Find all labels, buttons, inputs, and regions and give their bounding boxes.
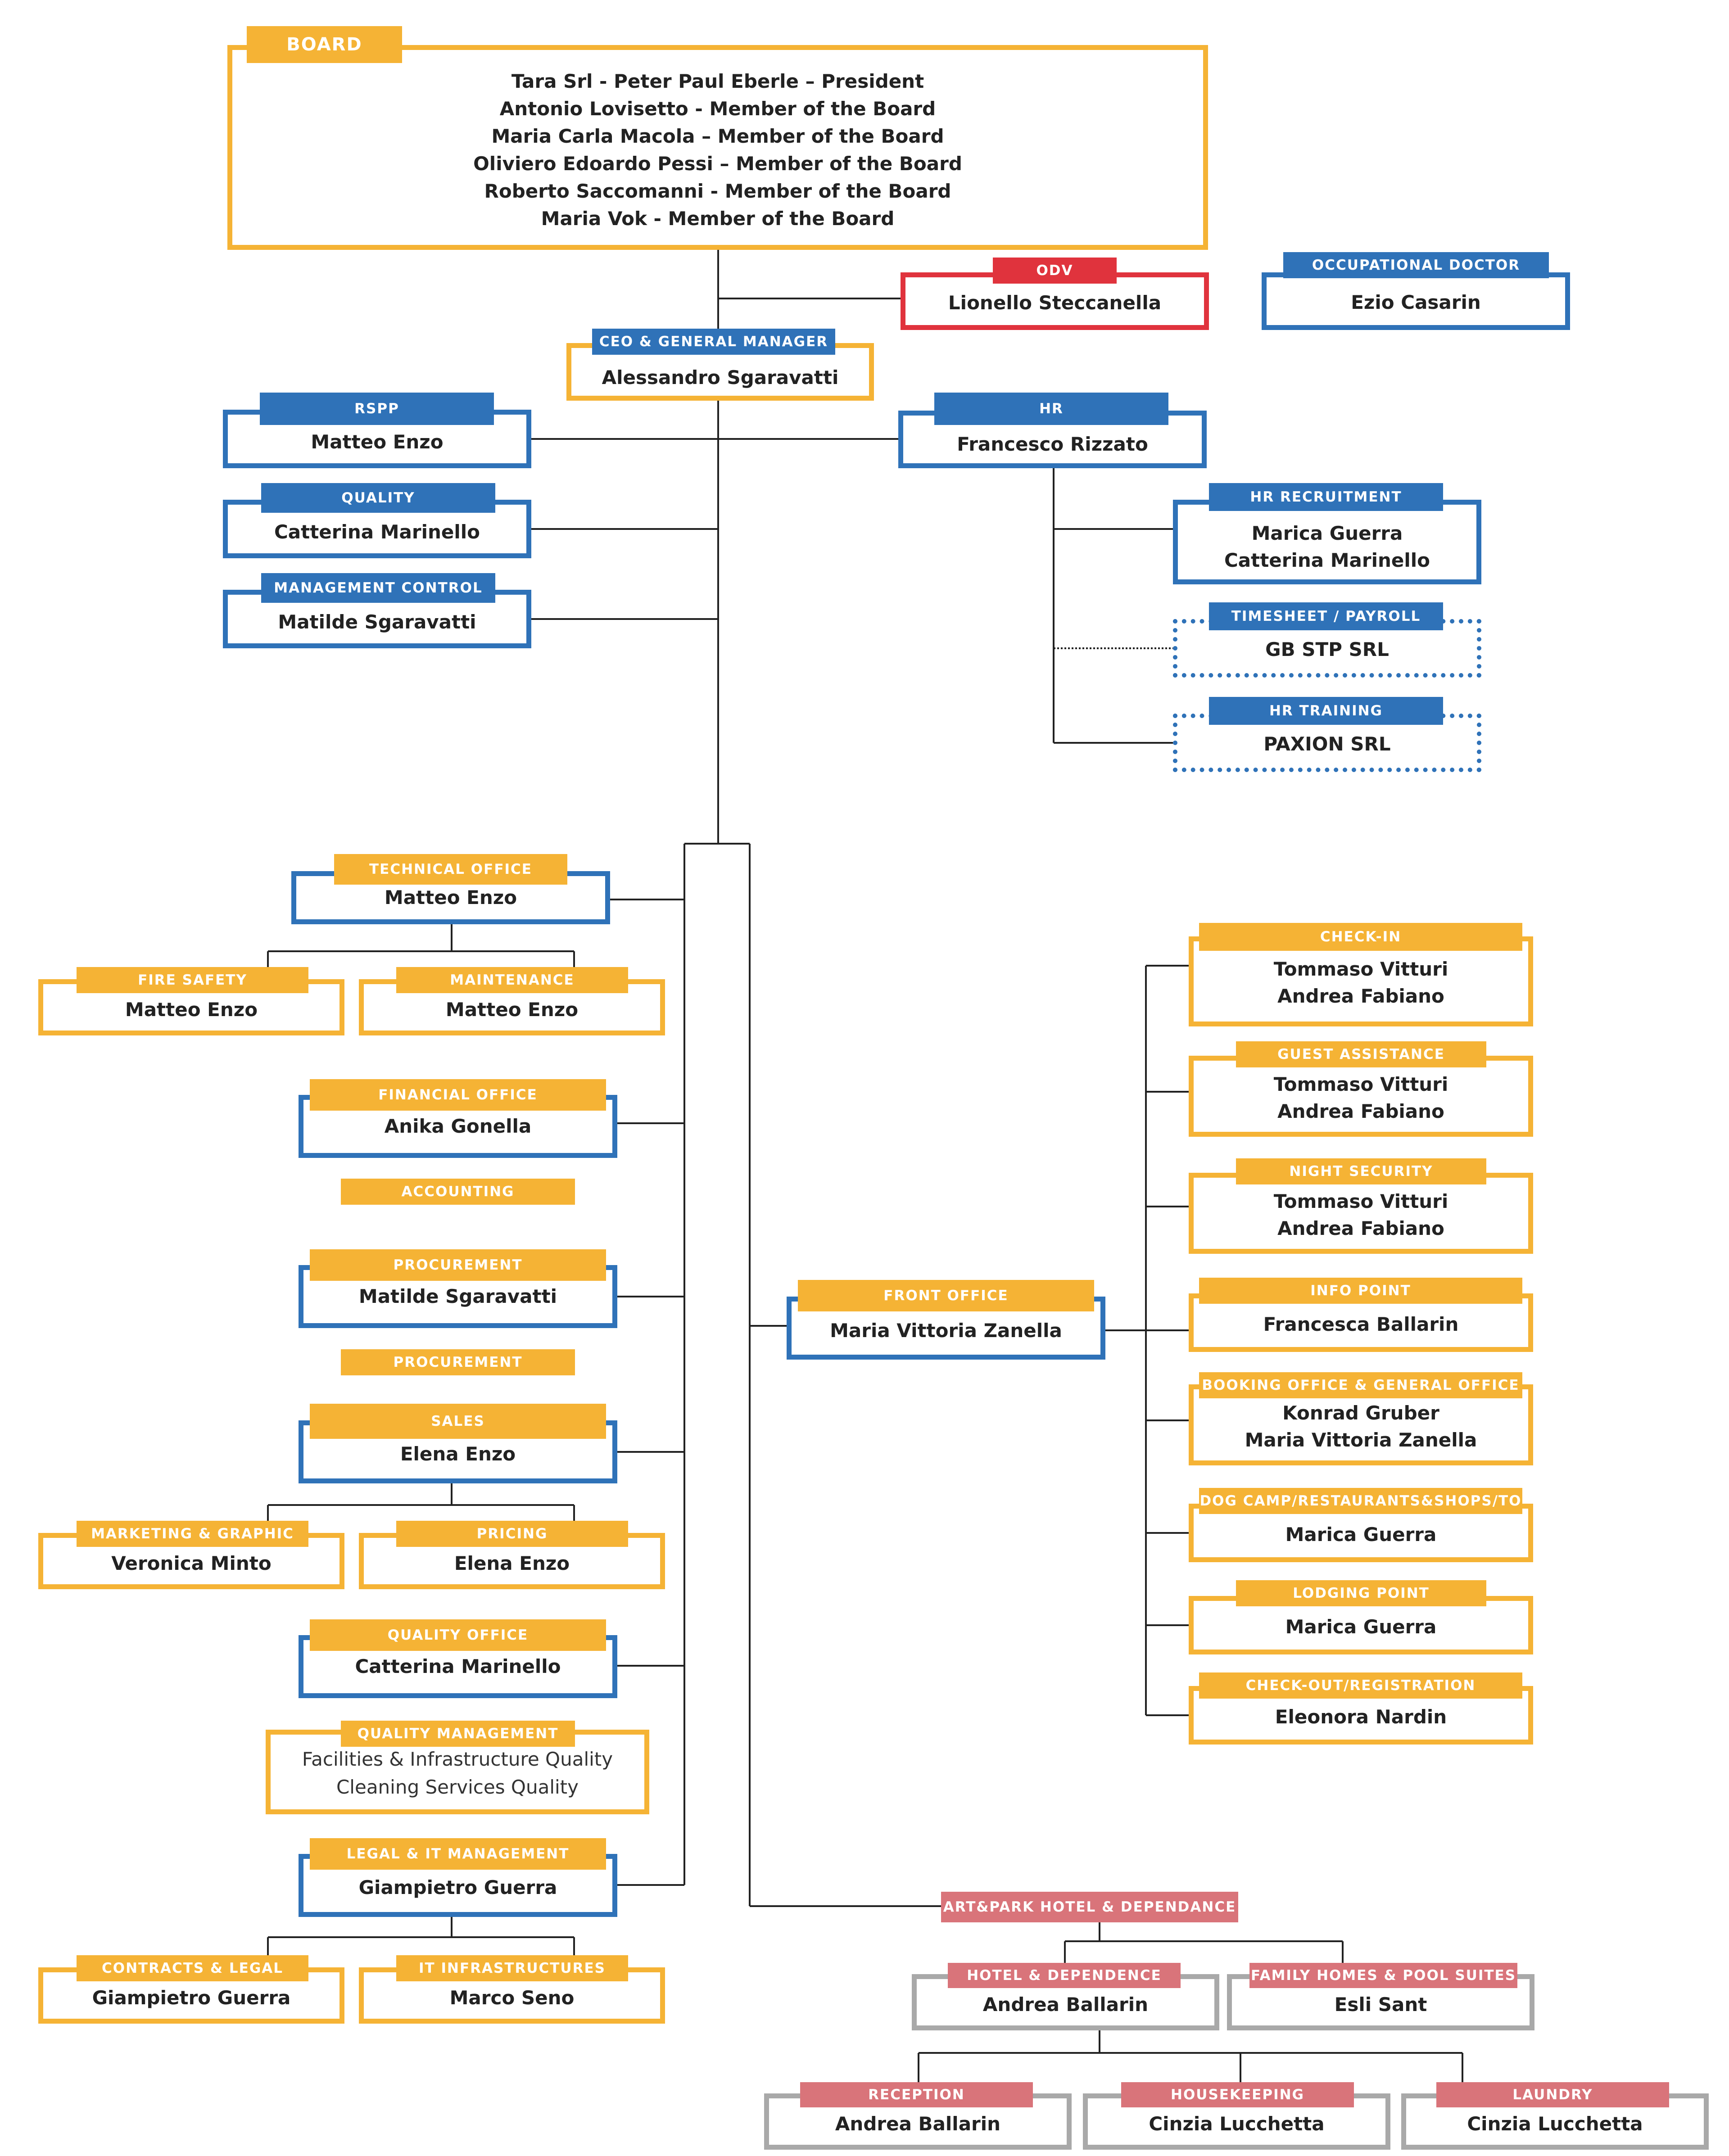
board-member: Oliviero Edoardo Pessi – Member of the B… (473, 152, 962, 175)
legal-it-name: Giampietro Guerra (358, 1876, 557, 1898)
occupational-doctor-name: Ezio Casarin (1351, 291, 1481, 313)
check-out-label: CHECK-OUT/REGISTRATION (1199, 1672, 1522, 1699)
timesheet-label: TIMESHEET / PAYROLL (1209, 602, 1443, 630)
reception-label: RECEPTION (800, 2082, 1033, 2107)
hotel-dependence-name: Andrea Ballarin (982, 1993, 1149, 2016)
financial-office-label: FINANCIAL OFFICE (310, 1079, 606, 1111)
quality-management-item: Facilities & Infrastructure Quality (302, 1748, 613, 1770)
hr-recruitment-label: HR RECRUITMENT (1209, 483, 1443, 511)
guest-assistance-label: GUEST ASSISTANCE (1236, 1041, 1486, 1067)
board-box: Tara Srl - Peter Paul Eberle – President… (227, 45, 1208, 250)
board-member: Maria Vok - Member of the Board (541, 207, 895, 230)
lodging-point-label: LODGING POINT (1236, 1580, 1486, 1606)
board-member: Roberto Saccomanni - Member of the Board (484, 180, 951, 202)
procurement-name: Matilde Sgaravatti (358, 1285, 557, 1307)
guest-assistance-name: Tommaso Vitturi (1273, 1073, 1448, 1095)
check-out-name: Eleonora Nardin (1275, 1706, 1447, 1728)
pricing-label: PRICING (396, 1521, 628, 1547)
housekeeping-name: Cinzia Lucchetta (1149, 2112, 1325, 2135)
hr-training-label: HR TRAINING (1209, 697, 1443, 725)
check-in-label: CHECK-IN (1199, 923, 1522, 951)
management-control-name: Matilde Sgaravatti (278, 611, 476, 633)
board-member: Antonio Lovisetto - Member of the Board (499, 97, 936, 120)
quality-office-label: QUALITY OFFICE (310, 1619, 606, 1651)
lodging-point-name: Marica Guerra (1285, 1616, 1437, 1638)
guest-assistance-name: Andrea Fabiano (1277, 1100, 1444, 1122)
technical-office-name: Matteo Enzo (384, 886, 517, 909)
quality-label: QUALITY (261, 483, 495, 513)
front-office-name: Maria Vittoria Zanella (830, 1320, 1062, 1342)
board-label: BOARD (247, 26, 402, 63)
ceo-name: Alessandro Sgaravatti (602, 366, 839, 389)
it-infrastructures-name: Marco Seno (449, 1986, 575, 2009)
financial-office-name: Anika Gonella (384, 1115, 532, 1137)
sales-label: SALES (310, 1404, 606, 1439)
hr-label: HR (934, 393, 1168, 425)
quality-management-label: QUALITY MANAGEMENT (341, 1721, 575, 1747)
timesheet-name: GB STP SRL (1265, 638, 1389, 660)
quality-name: Catterina Marinello (274, 521, 480, 543)
maintenance-name: Matteo Enzo (445, 998, 579, 1021)
art-park-label: ART&PARK HOTEL & DEPENDANCE (941, 1892, 1238, 1922)
board-member: Tara Srl - Peter Paul Eberle – President (511, 70, 924, 92)
booking-office-label: BOOKING OFFICE & GENERAL OFFICE (1199, 1372, 1522, 1398)
reception-name: Andrea Ballarin (835, 2112, 1001, 2135)
technical-office-label: TECHNICAL OFFICE (334, 854, 567, 885)
hr-name: Francesco Rizzato (957, 433, 1148, 455)
front-office-label: FRONT OFFICE (798, 1280, 1094, 1311)
family-homes-label: FAMILY HOMES & POOL SUITES (1249, 1963, 1517, 1988)
quality-management-item: Cleaning Services Quality (336, 1776, 579, 1798)
hr-recruitment-name: Catterina Marinello (1224, 549, 1430, 571)
check-in-name: Andrea Fabiano (1277, 985, 1444, 1007)
check-in-box: Tommaso Vitturi Andrea Fabiano (1189, 936, 1533, 1026)
it-infrastructures-label: IT INFRASTRUCTURES (396, 1955, 628, 1981)
dog-camp-label: DOG CAMP/RESTAURANTS&SHOPS/TO (1199, 1488, 1522, 1514)
contracts-legal-label: CONTRACTS & LEGAL (77, 1955, 308, 1981)
dog-camp-name: Marica Guerra (1285, 1523, 1437, 1546)
pricing-name: Elena Enzo (454, 1552, 570, 1574)
procurement-sub-label: PROCUREMENT (341, 1349, 575, 1375)
night-security-name: Andrea Fabiano (1277, 1217, 1444, 1239)
board-members: Tara Srl - Peter Paul Eberle – President… (232, 50, 1203, 245)
fire-safety-name: Matteo Enzo (125, 998, 258, 1021)
check-in-name: Tommaso Vitturi (1273, 958, 1448, 980)
occupational-doctor-label: OCCUPATIONAL DOCTOR (1283, 252, 1549, 278)
night-security-name: Tommaso Vitturi (1273, 1190, 1448, 1212)
laundry-label: LAUNDRY (1436, 2082, 1669, 2107)
guest-assistance-box: Tommaso Vitturi Andrea Fabiano (1189, 1056, 1533, 1137)
laundry-name: Cinzia Lucchetta (1467, 2112, 1643, 2135)
rspp-name: Matteo Enzo (311, 431, 444, 453)
sales-name: Elena Enzo (400, 1443, 516, 1465)
ceo-label: CEO & GENERAL MANAGER (592, 329, 835, 355)
hr-recruitment-box: Marica Guerra Catterina Marinello (1173, 500, 1481, 584)
board-member: Maria Carla Macola – Member of the Board (491, 125, 944, 147)
occupational-doctor-box: Ezio Casarin (1262, 272, 1570, 330)
hr-recruitment-name: Marica Guerra (1251, 522, 1403, 544)
odv-label: ODV (993, 258, 1117, 284)
booking-office-name: Konrad Gruber (1282, 1402, 1439, 1424)
quality-office-name: Catterina Marinello (355, 1655, 561, 1677)
night-security-label: NIGHT SECURITY (1236, 1158, 1486, 1184)
marketing-label: MARKETING & GRAPHIC (77, 1521, 308, 1547)
maintenance-label: MAINTENANCE (396, 967, 628, 993)
hotel-dependence-label: HOTEL & DEPENDENCE (948, 1963, 1181, 1988)
housekeeping-label: HOUSEKEEPING (1121, 2082, 1354, 2107)
contracts-legal-name: Giampietro Guerra (92, 1986, 291, 2009)
hr-training-name: PAXION SRL (1263, 733, 1391, 755)
rspp-label: RSPP (260, 393, 494, 425)
procurement-label: PROCUREMENT (310, 1249, 606, 1281)
marketing-name: Veronica Minto (111, 1552, 272, 1574)
info-point-label: INFO POINT (1199, 1278, 1522, 1304)
odv-name: Lionello Steccanella (948, 292, 1162, 314)
info-point-name: Francesca Ballarin (1263, 1313, 1459, 1335)
management-control-label: MANAGEMENT CONTROL (261, 573, 495, 603)
accounting-label: ACCOUNTING (341, 1179, 575, 1205)
night-security-box: Tommaso Vitturi Andrea Fabiano (1189, 1173, 1533, 1254)
fire-safety-label: FIRE SAFETY (77, 967, 308, 993)
booking-office-name: Maria Vittoria Zanella (1245, 1429, 1477, 1451)
family-homes-name: Esli Sant (1334, 1993, 1427, 2016)
legal-it-label: LEGAL & IT MANAGEMENT (310, 1838, 606, 1870)
